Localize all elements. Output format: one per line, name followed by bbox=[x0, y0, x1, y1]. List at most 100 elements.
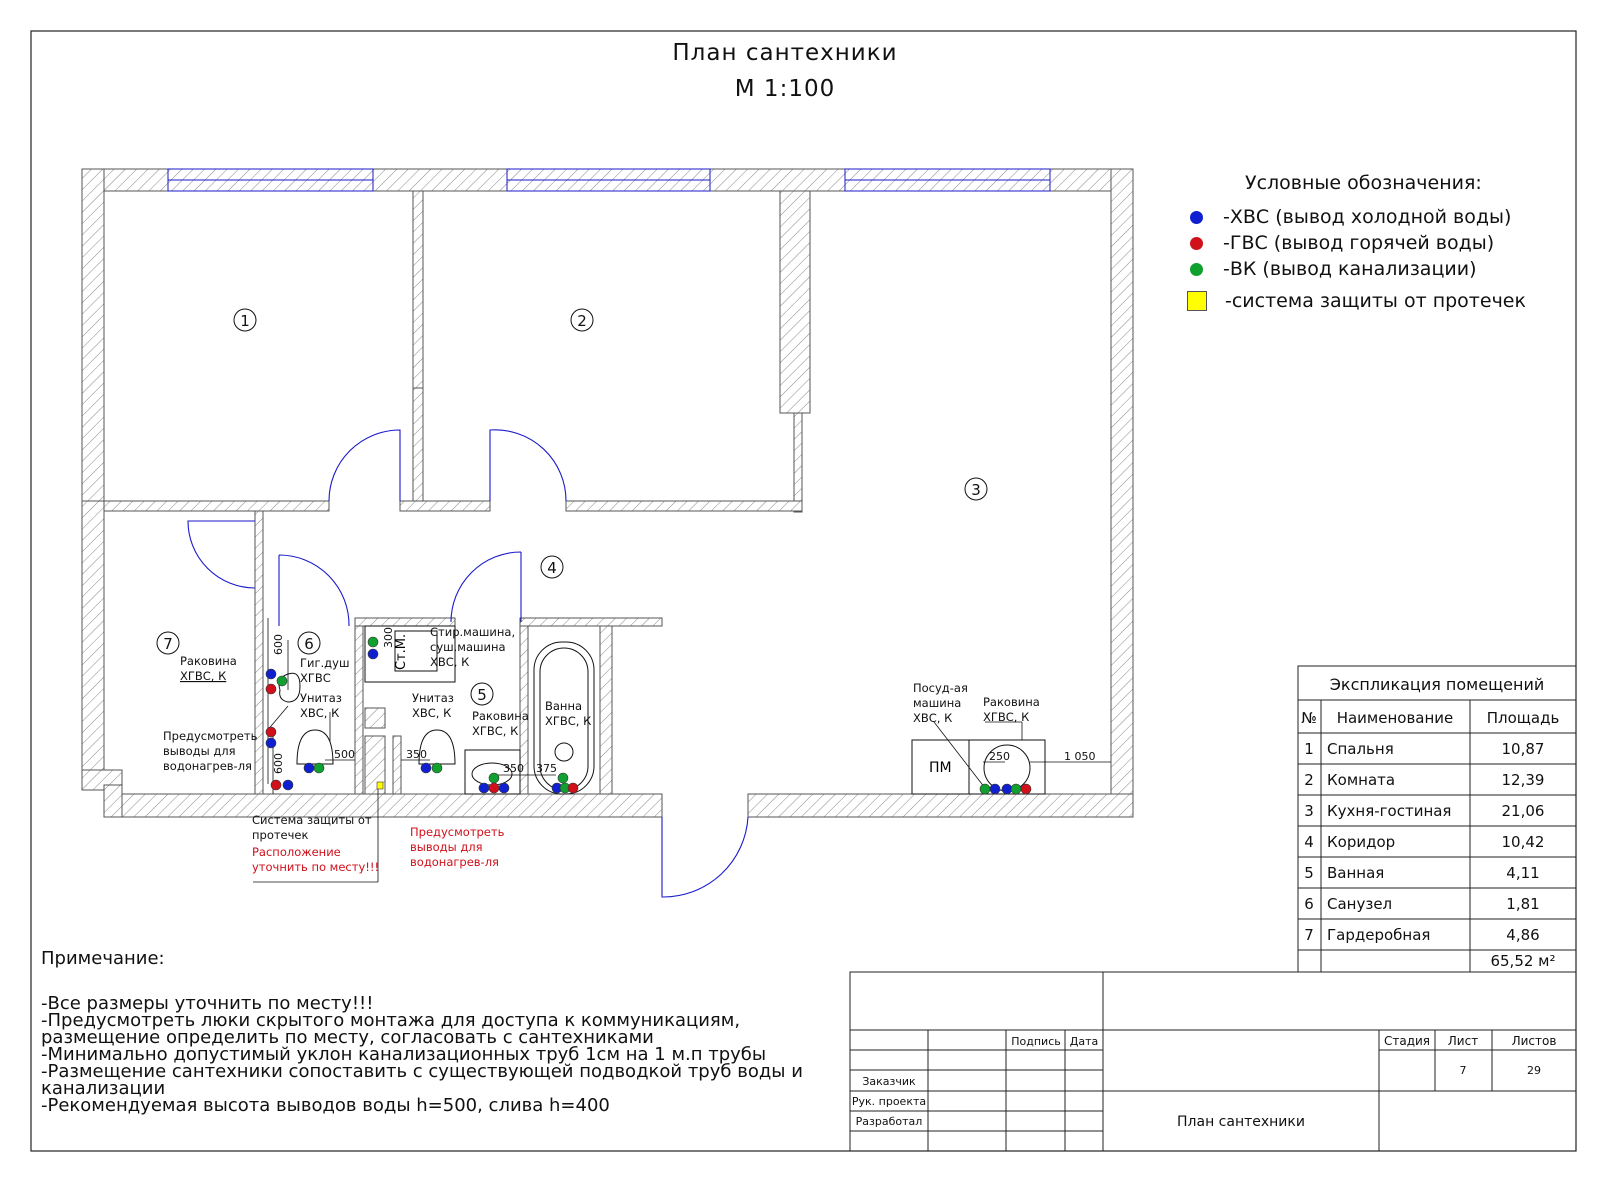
dim-375: 375 bbox=[536, 762, 557, 775]
label-r5-bath-2: ХГВС, К bbox=[545, 714, 591, 728]
walls bbox=[81, 168, 1134, 818]
stamp-date: Дата bbox=[1070, 1035, 1098, 1048]
table-cell: 7 bbox=[1304, 926, 1314, 944]
label-r6-shower-1: Гиг.душ bbox=[300, 656, 349, 670]
label-kit-sink-2: ХГВС, К bbox=[983, 710, 1029, 724]
legend-title: Условные обозначения: bbox=[1245, 172, 1482, 194]
room-number-1: 1 bbox=[240, 312, 250, 330]
table-cell: 1 bbox=[1304, 740, 1314, 758]
dishwasher-tag: ПМ bbox=[929, 760, 952, 776]
label-kit-dw-1: Посуд-ая bbox=[913, 681, 968, 695]
legend-label: -ВК (вывод канализации) bbox=[1223, 258, 1477, 280]
label-r5-sink-1: Раковина bbox=[472, 709, 529, 723]
leak-protection-square-icon bbox=[1187, 291, 1207, 311]
stamp-sheets: Листов bbox=[1512, 1034, 1557, 1048]
table-cell: 2 bbox=[1304, 771, 1314, 789]
legend-item-sewer: -ВК (вывод канализации) bbox=[1190, 258, 1477, 280]
dim-250: 250 bbox=[989, 750, 1010, 763]
stamp-sheets-value: 29 bbox=[1527, 1064, 1541, 1077]
dim-300: 300 bbox=[382, 627, 395, 648]
legend-label: -ХВС (вывод холодной воды) bbox=[1223, 206, 1512, 228]
note-line: размещение определить по месту, согласов… bbox=[41, 1027, 654, 1048]
notes-block: Примечание: -Все размеры уточнить по мес… bbox=[41, 948, 803, 1116]
explication-title: Экспликация помещений bbox=[1330, 675, 1545, 694]
stamp-head: Рук. проекта bbox=[852, 1095, 926, 1108]
label-r5-wm-2: суш.машина bbox=[430, 640, 506, 654]
table-cell: 4,86 bbox=[1506, 926, 1539, 944]
drawing-title: План сантехники bbox=[672, 40, 898, 66]
stamp-sheet: Лист bbox=[1448, 1034, 1478, 1048]
legend-item-cold: -ХВС (вывод холодной воды) bbox=[1190, 206, 1511, 228]
stamp-drawing-name: План сантехники bbox=[1177, 1114, 1305, 1130]
note-line: -Минимально допустимый уклон канализацио… bbox=[41, 1044, 767, 1065]
sewer-dot-icon bbox=[1190, 262, 1203, 276]
label-r5-wc-1: Унитаз bbox=[412, 691, 454, 705]
stamp-sheet-value: 7 bbox=[1460, 1064, 1467, 1077]
dim-500: 500 bbox=[334, 748, 355, 761]
table-cell: Коридор bbox=[1327, 833, 1395, 851]
note-line: канализации bbox=[41, 1078, 166, 1099]
label-r6-wc-1: Унитаз bbox=[300, 691, 342, 705]
stamp-customer: Заказчик bbox=[862, 1075, 916, 1088]
legend-label: -ГВС (вывод горячей воды) bbox=[1223, 232, 1495, 254]
note-line: -Предусмотреть люки скрытого монтажа для… bbox=[41, 1010, 741, 1031]
table-cell: 6 bbox=[1304, 895, 1314, 913]
legend-item-leak: -система защиты от протечек bbox=[1187, 290, 1526, 312]
cold-water-dot-icon bbox=[1190, 210, 1203, 224]
table-cell: 4,11 bbox=[1506, 864, 1539, 882]
note-line: -Размещение сантехники сопоставить с сущ… bbox=[41, 1061, 803, 1082]
explication-header-name: Наименование bbox=[1337, 709, 1454, 727]
label-r5-sink-2: ХГВС, К bbox=[472, 724, 518, 738]
table-cell: 5 bbox=[1304, 864, 1314, 882]
label-r5-bath-1: Ванна bbox=[545, 699, 582, 713]
title-block bbox=[849, 971, 1577, 1152]
table-cell: Ванная bbox=[1327, 864, 1384, 882]
label-r7-sink-2: ХГВС, К bbox=[180, 669, 226, 683]
table-cell: Гардеробная bbox=[1327, 926, 1430, 944]
room-number-6: 6 bbox=[304, 635, 314, 653]
label-r7-heater-3: водонагрев-ля bbox=[163, 759, 252, 773]
sheet-frame bbox=[30, 30, 1577, 1152]
room-number-2: 2 bbox=[577, 312, 587, 330]
room-number-3: 3 bbox=[971, 481, 981, 499]
dim-350-wc: 350 bbox=[406, 748, 427, 761]
table-cell: 1,81 bbox=[1506, 895, 1539, 913]
dim-600-top: 600 bbox=[272, 634, 285, 655]
label-leak-2: протечек bbox=[252, 828, 308, 842]
label-heater-red-3: водонагрев-ля bbox=[410, 855, 499, 869]
label-kit-dw-2: машина bbox=[913, 696, 961, 710]
table-cell: Комната bbox=[1327, 771, 1395, 789]
label-r7-heater-2: выводы для bbox=[163, 744, 236, 758]
label-r6-shower-2: ХГВС bbox=[300, 671, 331, 685]
stamp-stage: Стадия bbox=[1384, 1034, 1430, 1048]
explication-total: 65,52 м² bbox=[1490, 952, 1555, 970]
room-number-7: 7 bbox=[163, 635, 173, 653]
windows bbox=[167, 168, 1051, 192]
label-heater-red-1: Предусмотреть bbox=[410, 825, 505, 839]
table-cell: Санузел bbox=[1327, 895, 1392, 913]
legend-item-hot: -ГВС (вывод горячей воды) bbox=[1190, 232, 1494, 254]
label-r5-wm-3: ХВС, К bbox=[430, 655, 469, 669]
explication-table bbox=[1297, 665, 1577, 973]
label-leak-red-2: уточнить по месту!!! bbox=[252, 860, 379, 874]
drawing-scale: М 1:100 bbox=[734, 76, 836, 102]
room-markers bbox=[156, 308, 988, 706]
stamp-sign: Подпись bbox=[1011, 1035, 1060, 1048]
table-cell: 21,06 bbox=[1502, 802, 1545, 820]
explication-header-no: № bbox=[1301, 709, 1317, 727]
table-cell: Кухня-гостиная bbox=[1327, 802, 1451, 820]
note-line: -Рекомендуемая высота выводов воды h=500… bbox=[41, 1095, 610, 1116]
label-heater-red-2: выводы для bbox=[410, 840, 483, 854]
room-number-4: 4 bbox=[547, 559, 557, 577]
dim-350-sink: 350 bbox=[503, 762, 524, 775]
dimension-lines bbox=[253, 618, 1111, 883]
dim-600-bottom: 600 bbox=[272, 753, 285, 774]
notes-heading: Примечание: bbox=[41, 948, 165, 969]
table-cell: Спальня bbox=[1327, 740, 1394, 758]
hot-water-dot-icon bbox=[1190, 236, 1203, 250]
pipe-outlets bbox=[265, 636, 1032, 795]
label-r5-wm-1: Стир.машина, bbox=[430, 625, 515, 639]
table-cell: 3 bbox=[1304, 802, 1314, 820]
label-leak-red-1: Расположение bbox=[252, 845, 341, 859]
